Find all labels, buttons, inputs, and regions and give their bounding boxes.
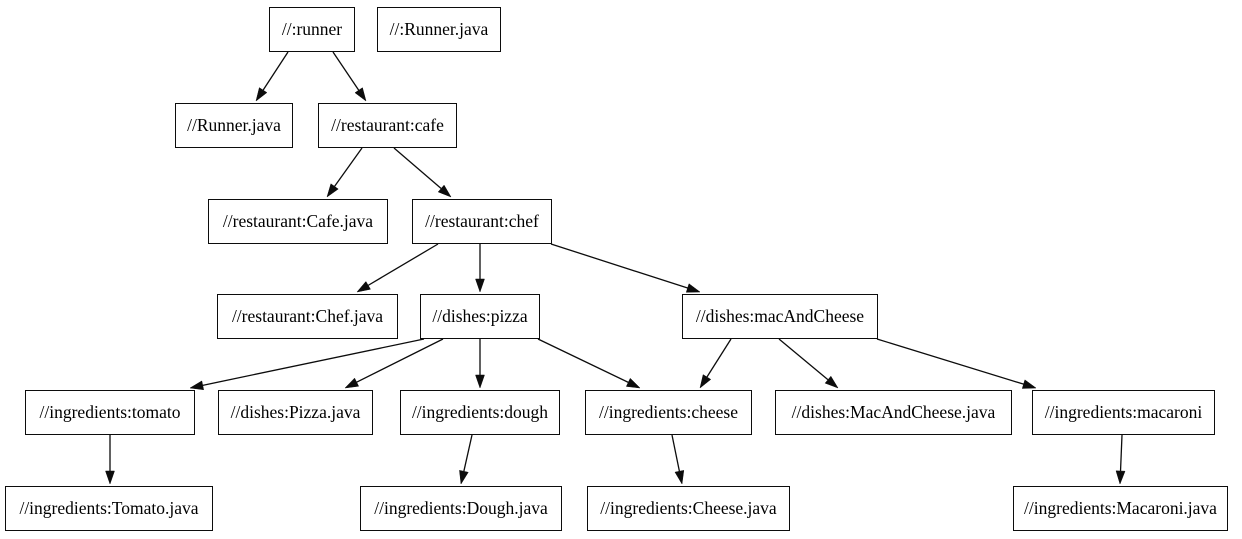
arrowhead-icon <box>824 375 839 389</box>
arrowhead-icon <box>1115 470 1126 485</box>
edge-pizza-to-cheese <box>537 338 641 389</box>
graph-node-tomato: //ingredients:tomato <box>25 390 195 435</box>
graph-node-macaroni: //ingredients:macaroni <box>1032 390 1215 435</box>
graph-node-cheese: //ingredients:cheese <box>585 390 752 435</box>
edge-mac-and-cheese-to-mac-and-cheese-java <box>778 338 839 389</box>
graph-node-dough-java: //ingredients:Dough.java <box>360 486 562 531</box>
graph-node-macaroni-java: //ingredients:Macaroni.java <box>1013 486 1228 531</box>
edge-pizza-to-tomato <box>189 338 425 391</box>
edge-cafe-to-chef <box>393 147 452 198</box>
graph-node-mac-and-cheese-java: //dishes:MacAndCheese.java <box>775 390 1012 435</box>
edge-runner-to-cafe <box>332 51 367 102</box>
arrowhead-icon <box>625 377 641 389</box>
arrowhead-icon <box>344 377 360 389</box>
arrowhead-icon <box>475 278 485 293</box>
graph-node-chef-java: //restaurant:Chef.java <box>217 294 398 339</box>
edge-pizza-to-pizza-java <box>344 338 444 389</box>
edge-chef-to-pizza <box>475 244 485 293</box>
arrowhead-icon <box>674 470 685 485</box>
arrowhead-icon <box>189 380 204 391</box>
arrowhead-icon <box>437 184 452 198</box>
graph-node-cheese-java: //ingredients:Cheese.java <box>587 486 790 531</box>
arrowhead-icon <box>326 183 339 198</box>
arrowhead-icon <box>255 87 268 102</box>
edge-dough-to-dough-java <box>459 434 473 485</box>
edge-pizza-to-dough <box>475 339 485 389</box>
edge-runner-to-runner-java <box>255 51 289 102</box>
arrowhead-icon <box>356 281 371 293</box>
graph-node-cafe: //restaurant:cafe <box>318 103 457 148</box>
arrowhead-icon <box>105 470 115 485</box>
arrowhead-icon <box>685 283 701 293</box>
graph-node-pizza: //dishes:pizza <box>420 294 540 339</box>
edge-chef-to-chef-java <box>356 243 439 293</box>
edge-macaroni-to-macaroni-java <box>1115 434 1126 485</box>
arrowhead-icon <box>475 374 485 389</box>
edge-mac-and-cheese-to-cheese <box>699 338 732 389</box>
arrowhead-icon <box>1021 379 1037 389</box>
edge-tomato-to-tomato-java <box>105 435 115 485</box>
graph-node-cafe-java: //restaurant:Cafe.java <box>208 199 388 244</box>
arrowhead-icon <box>459 470 469 485</box>
graph-node-tomato-java: //ingredients:Tomato.java <box>5 486 213 531</box>
graph-node-pizza-java: //dishes:Pizza.java <box>218 390 373 435</box>
arrowhead-icon <box>354 87 367 102</box>
graph-node-mac-and-cheese: //dishes:macAndCheese <box>682 294 878 339</box>
graph-node-chef: //restaurant:chef <box>412 199 552 244</box>
graph-node-runner-java: //Runner.java <box>175 103 293 148</box>
edge-cheese-to-cheese-java <box>671 434 685 485</box>
graph-node-runner-java-file: //:Runner.java <box>377 7 501 52</box>
edge-chef-to-mac-and-cheese <box>550 243 701 293</box>
graph-node-runner: //:runner <box>269 7 355 52</box>
arrowhead-icon <box>699 374 712 389</box>
graph-node-dough: //ingredients:dough <box>400 390 560 435</box>
edge-cafe-to-cafe-java <box>326 147 363 198</box>
edge-mac-and-cheese-to-macaroni <box>876 338 1037 389</box>
